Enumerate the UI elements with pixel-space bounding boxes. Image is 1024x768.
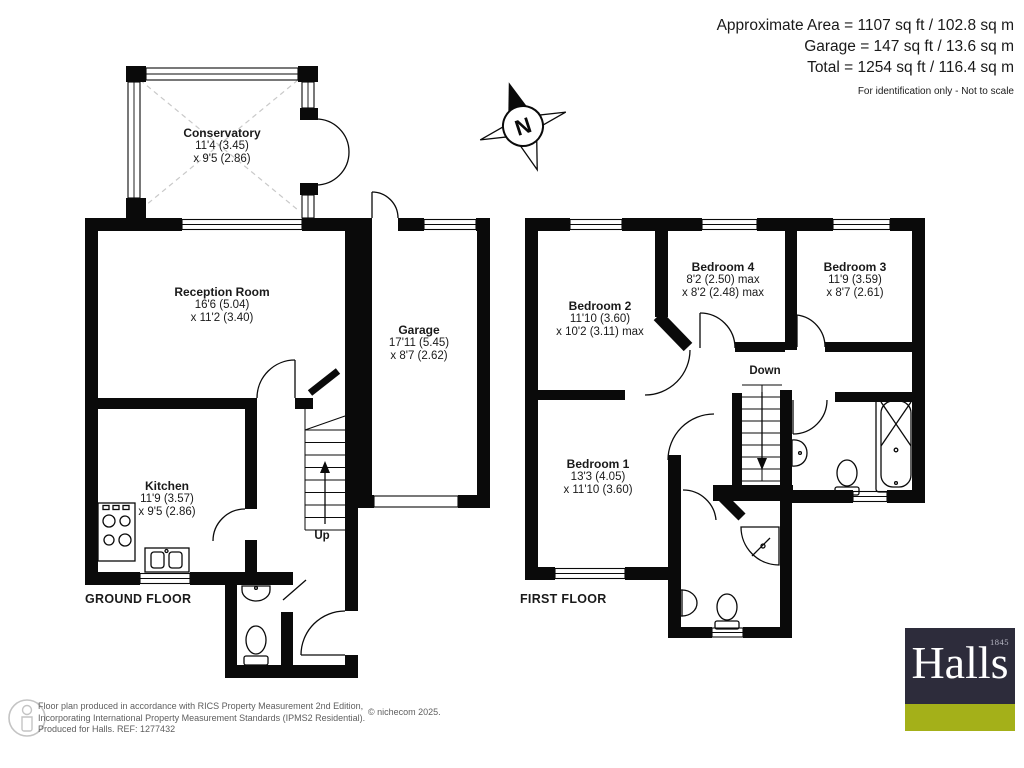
garage-door: [373, 495, 459, 508]
kitchen-fixtures: [97, 502, 190, 573]
conservatory-room: [126, 66, 350, 219]
ground-floor-wc: [225, 579, 358, 678]
rics-person-icon: [8, 699, 46, 737]
corner-shower-icon: [740, 526, 780, 566]
compass-icon: N: [479, 82, 567, 172]
room-label-garage: Garage 17'11 (5.45) x 8'7 (2.62): [388, 323, 450, 363]
first-floor-doors: [644, 312, 828, 521]
footer-disclaimer: Floor plan produced in accordance with R…: [38, 701, 366, 734]
room-label-kitchen: Kitchen 11'9 (3.57) x 9'5 (2.86): [138, 479, 196, 519]
room-label-reception: Reception Room 16'6 (5.04) x 11'2 (3.40): [174, 285, 270, 325]
copyright-notice: © nichecom 2025.: [368, 707, 441, 717]
sink-icon: [669, 589, 683, 617]
bath-icon: [875, 395, 917, 493]
area-line: Approximate Area = 1107 sq ft / 102.8 sq…: [716, 17, 1014, 34]
bathroom-fixtures: [791, 395, 917, 496]
sink-icon: [241, 585, 271, 602]
stove-icon: [97, 502, 136, 562]
ground-floor-title: GROUND FLOOR: [85, 592, 192, 606]
stairs-down-label: Down: [749, 365, 781, 377]
halls-logo-green-bar: [905, 704, 1015, 731]
down-arrow-icon: [757, 458, 767, 470]
halls-logo-wordmark: Halls: [911, 637, 1009, 688]
front-door-arc: [300, 610, 346, 656]
sink-icon: [791, 439, 808, 467]
halls-logo: Halls 1845: [905, 628, 1015, 731]
area-line: Total = 1254 sq ft / 116.4 sq m: [807, 59, 1014, 76]
garage-room: [358, 191, 490, 508]
room-label-bedroom3: Bedroom 3 11'9 (3.59) x 8'7 (2.61): [823, 260, 887, 300]
identification-disclaimer: For identification only - Not to scale: [857, 86, 1014, 97]
stairs-up: [304, 398, 346, 531]
toilet-icon: [245, 625, 267, 655]
toilet-icon: [716, 593, 738, 621]
conservatory-door-arc: [315, 118, 350, 153]
first-floor-wc-fixtures: [669, 526, 780, 630]
compass-north-label: N: [512, 112, 535, 141]
first-floor-title: FIRST FLOOR: [520, 592, 607, 606]
area-line: Garage = 147 sq ft / 13.6 sq m: [804, 38, 1014, 55]
area-summary: Approximate Area = 1107 sq ft / 102.8 sq…: [717, 15, 1014, 102]
toilet-icon: [836, 459, 858, 487]
halls-logo-navy: Halls 1845: [905, 628, 1015, 704]
ground-floor-plan: [85, 66, 490, 678]
room-label-bedroom2: Bedroom 2 11'10 (3.60) x 10'2 (3.11) max: [556, 299, 644, 339]
first-floor-plan: [525, 218, 925, 638]
room-label-bedroom4: Bedroom 4 8'2 (2.50) max x 8'2 (2.48) ma…: [681, 260, 765, 300]
room-label-conservatory: Conservatory 11'4 (3.45) x 9'5 (2.86): [183, 126, 261, 166]
stairs-up-label: Up: [314, 530, 330, 542]
room-label-bedroom1: Bedroom 1 13'3 (4.05) x 11'10 (3.60): [563, 457, 633, 497]
kitchen-sink-icon: [144, 547, 190, 573]
conservatory-door-arc: [315, 151, 350, 186]
garage-side-door-arc: [371, 191, 399, 219]
halls-logo-year: 1845: [990, 637, 1009, 647]
stairs-down: [732, 384, 782, 485]
up-arrow-icon: [320, 461, 330, 473]
first-floor-walls: [525, 218, 925, 638]
